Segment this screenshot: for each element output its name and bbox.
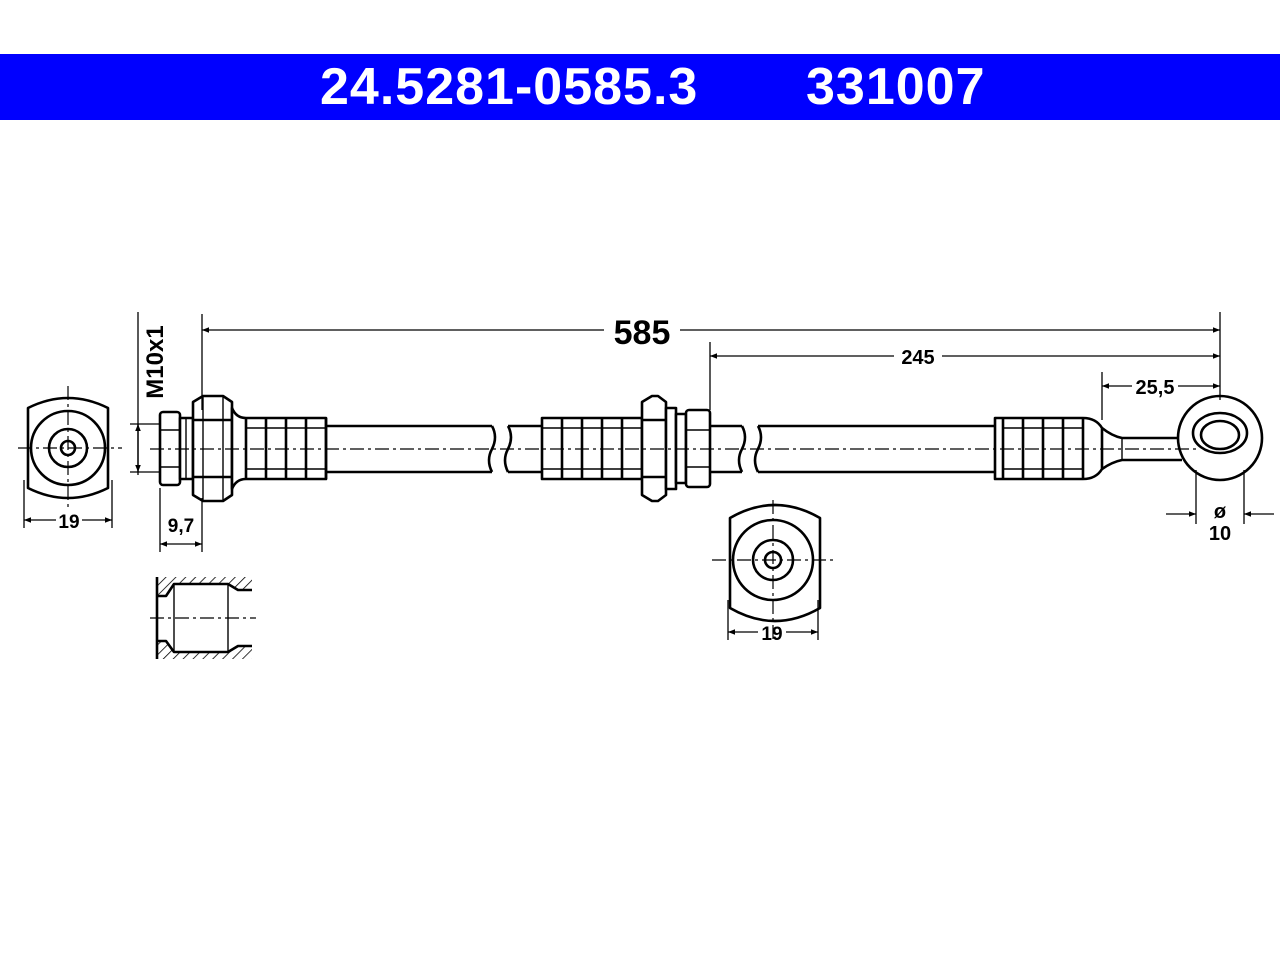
part-number: 24.5281-0585.3 — [320, 58, 699, 116]
port-section-view — [150, 577, 256, 659]
middle-end-view — [712, 500, 836, 640]
dim-left-flange-width: 19 — [58, 512, 79, 533]
reference-number: 331007 — [806, 58, 986, 116]
dim-eye-diameter: 10 — [1209, 523, 1231, 545]
dim-middle-to-end: 245 — [901, 347, 934, 369]
hose-segment-1 — [326, 424, 542, 474]
header-bar: 24.5281-0585.3 331007 — [0, 54, 1280, 120]
dim-middle-flange-width: 19 — [761, 624, 782, 645]
left-end-view — [18, 386, 122, 508]
hose-segment-2 — [710, 424, 995, 474]
dim-overall-length: 585 — [614, 314, 671, 352]
dim-nut-width: 9,7 — [168, 516, 194, 537]
dim-thread: M10x1 — [142, 325, 169, 398]
banjo-eye — [1101, 394, 1264, 482]
right-ferrule — [993, 416, 1104, 481]
dim-banjo-offset: 25,5 — [1136, 377, 1175, 399]
dim-eye-diameter-symbol: ø — [1214, 501, 1227, 523]
